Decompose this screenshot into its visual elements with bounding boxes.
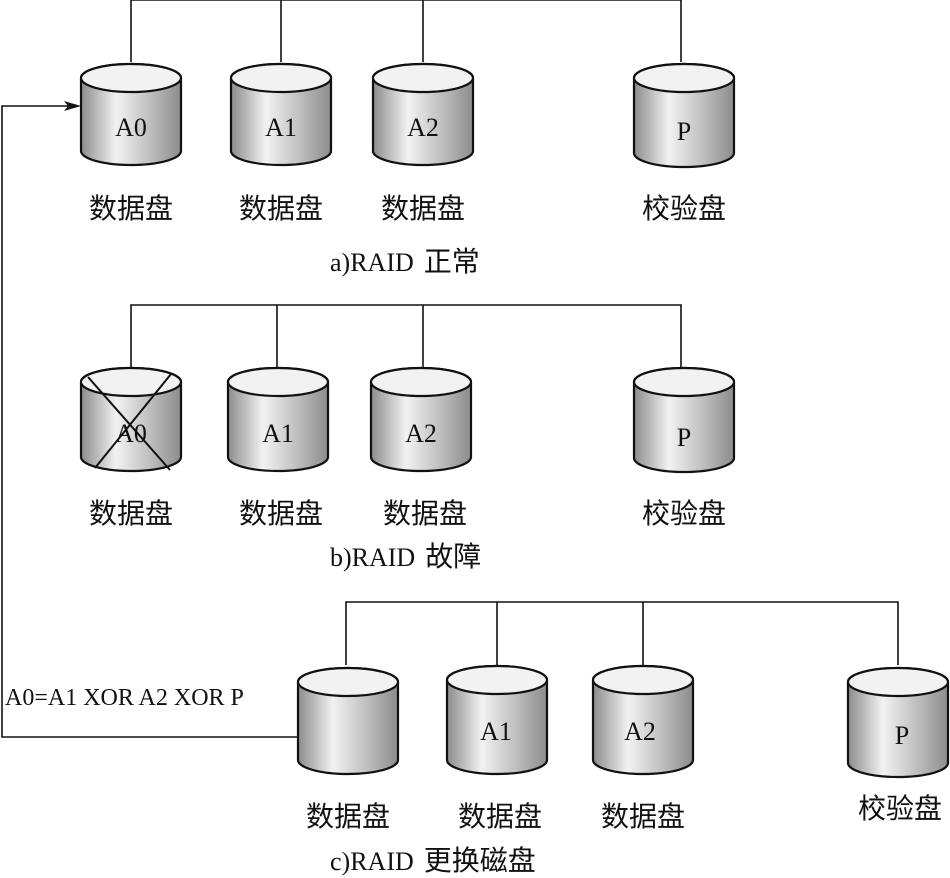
failure-x-icon xyxy=(87,373,172,471)
cylinder-top xyxy=(371,62,475,94)
disk-a-1: A1 数据盘 xyxy=(229,62,333,225)
cylinder-top xyxy=(632,366,736,398)
disk-label: A2 xyxy=(407,113,439,142)
bus-line-b xyxy=(130,304,682,368)
disk-label: P xyxy=(677,117,691,146)
cylinder-top xyxy=(591,664,695,696)
caption-zh: 正常 xyxy=(424,245,480,278)
disk-role: 数据盘 xyxy=(89,192,173,225)
disk-c-1: A1 数据盘 xyxy=(445,664,549,833)
arrow-head-icon xyxy=(64,101,81,111)
rebuild-path: A0=A1 XOR A2 XOR P xyxy=(1,101,298,738)
bus-line-a xyxy=(130,0,682,62)
caption-b: b)RAID 故障 xyxy=(330,540,481,573)
disk-a-2: A2 数据盘 xyxy=(371,62,475,225)
cylinder-top xyxy=(79,62,183,94)
disk-c-3: P 校验盘 xyxy=(846,666,950,825)
disk-role: 数据盘 xyxy=(239,497,323,530)
disk-role: 数据盘 xyxy=(383,497,467,530)
cylinder-top xyxy=(79,366,183,398)
disk-b-2: A2 数据盘 xyxy=(369,366,473,530)
disk-role: 数据盘 xyxy=(89,497,173,530)
caption-c: c)RAID 更换磁盘 xyxy=(330,844,536,877)
disk-label: A1 xyxy=(265,113,297,142)
cylinder-top xyxy=(369,366,473,398)
panel-b: A0 数据盘 A1 数据盘 A2 数据盘 P 校验盘 b)RAID 故障 xyxy=(79,304,736,573)
cylinder-top xyxy=(445,664,549,696)
disk-label: A2 xyxy=(405,419,437,448)
disk-role: 数据盘 xyxy=(458,800,542,833)
caption-label: b)RAID xyxy=(330,543,415,572)
disk-label: A1 xyxy=(262,419,294,448)
disk-role: 数据盘 xyxy=(239,192,323,225)
disk-b-1: A1 数据盘 xyxy=(226,366,330,530)
disk-label: A2 xyxy=(624,717,656,746)
disk-role: 校验盘 xyxy=(642,192,726,225)
bus-line-c xyxy=(345,601,899,665)
cylinder-top xyxy=(229,62,333,94)
caption-a: a)RAID 正常 xyxy=(330,245,480,278)
disk-label: P xyxy=(895,721,909,750)
disk-label: A0 xyxy=(115,113,147,142)
caption-label: c)RAID xyxy=(330,847,414,876)
disk-b-3: P 校验盘 xyxy=(632,366,736,530)
disk-label: A1 xyxy=(480,717,512,746)
disk-c-0: 数据盘 xyxy=(296,666,400,833)
rebuild-connector xyxy=(1,105,298,738)
cylinder-top xyxy=(296,666,400,698)
cylinder-top xyxy=(632,62,736,94)
disk-role: 数据盘 xyxy=(381,192,465,225)
cylinder-top xyxy=(226,366,330,398)
caption-zh: 故障 xyxy=(425,540,481,573)
disk-role: 数据盘 xyxy=(306,800,390,833)
panel-a: A0 数据盘 A1 数据盘 A2 数据盘 P 校验盘 a)RAID 正常 xyxy=(79,0,736,278)
disk-a-3: P 校验盘 xyxy=(632,62,736,225)
disk-role: 校验盘 xyxy=(858,792,942,825)
disk-label: P xyxy=(677,423,691,452)
disk-role: 数据盘 xyxy=(601,800,685,833)
disk-b-0: A0 数据盘 xyxy=(79,366,183,530)
rebuild-formula: A0=A1 XOR A2 XOR P xyxy=(5,685,244,711)
disk-c-2: A2 数据盘 xyxy=(591,664,695,833)
disk-role: 校验盘 xyxy=(642,497,726,530)
caption-zh: 更换磁盘 xyxy=(424,844,536,877)
cylinder-top xyxy=(846,666,950,698)
panel-c: 数据盘 A1 数据盘 A2 数据盘 P 校验盘 c)RAID 更换磁盘 xyxy=(296,601,950,877)
disk-a-0: A0 数据盘 xyxy=(79,62,183,225)
caption-label: a)RAID xyxy=(330,248,414,277)
